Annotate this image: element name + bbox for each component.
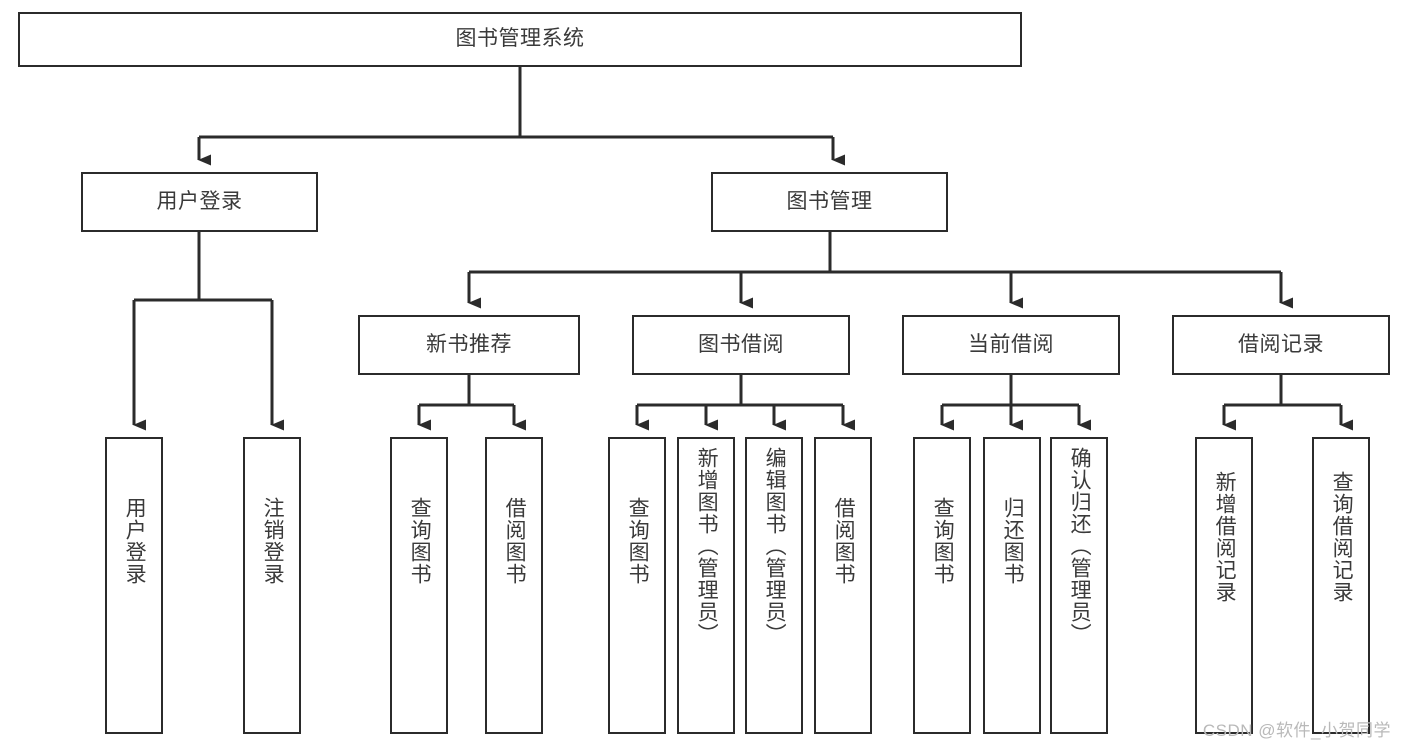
leaf-return-books[interactable]: 归还图书 bbox=[983, 437, 1041, 734]
node-label: 新增借阅记录 bbox=[1213, 471, 1237, 603]
node-label: 借阅记录 bbox=[1238, 332, 1324, 356]
node-root-book-management-system[interactable]: 图书管理系统 bbox=[18, 12, 1022, 67]
leaf-add-borrow-record[interactable]: 新增借阅记录 bbox=[1195, 437, 1253, 734]
node-label: 编辑图书（管理员） bbox=[763, 447, 787, 645]
leaf-edit-book-admin[interactable]: 编辑图书（管理员） bbox=[745, 437, 803, 734]
leaf-query-books-current[interactable]: 查询图书 bbox=[913, 437, 971, 734]
leaf-add-book-admin[interactable]: 新增图书（管理员） bbox=[677, 437, 735, 734]
node-book-management[interactable]: 图书管理 bbox=[711, 172, 948, 232]
node-label: 图书管理 bbox=[786, 189, 873, 213]
node-label: 查询图书 bbox=[931, 497, 955, 585]
node-label: 注销登录 bbox=[261, 497, 285, 585]
csdn-watermark: CSDN @软件_小贺同学 bbox=[1202, 721, 1391, 740]
leaf-query-books-borrowing[interactable]: 查询图书 bbox=[608, 437, 666, 734]
node-label: 归还图书 bbox=[1001, 497, 1025, 585]
node-borrow-records[interactable]: 借阅记录 bbox=[1172, 315, 1390, 375]
leaf-confirm-return-admin[interactable]: 确认归还（管理员） bbox=[1050, 437, 1108, 734]
leaf-borrow-books-borrowing[interactable]: 借阅图书 bbox=[814, 437, 872, 734]
leaf-borrow-books-recommendation[interactable]: 借阅图书 bbox=[485, 437, 543, 734]
node-book-borrowing[interactable]: 图书借阅 bbox=[632, 315, 850, 375]
node-user-login[interactable]: 用户登录 bbox=[81, 172, 318, 232]
node-label: 用户登录 bbox=[123, 497, 147, 585]
leaf-logout[interactable]: 注销登录 bbox=[243, 437, 301, 734]
node-label: 查询借阅记录 bbox=[1330, 471, 1354, 603]
node-label: 图书借阅 bbox=[698, 332, 784, 356]
node-label: 查询图书 bbox=[408, 497, 432, 585]
node-label: 新增图书（管理员） bbox=[695, 447, 719, 645]
leaf-user-login[interactable]: 用户登录 bbox=[105, 437, 163, 734]
leaf-query-books-recommendation[interactable]: 查询图书 bbox=[390, 437, 448, 734]
node-current-borrowing[interactable]: 当前借阅 bbox=[902, 315, 1120, 375]
node-label: 借阅图书 bbox=[503, 497, 527, 585]
node-label: 当前借阅 bbox=[968, 332, 1054, 356]
node-label: 确认归还（管理员） bbox=[1068, 447, 1092, 645]
node-label: 查询图书 bbox=[626, 497, 650, 585]
node-label: 新书推荐 bbox=[426, 332, 512, 356]
node-new-book-recommendation[interactable]: 新书推荐 bbox=[358, 315, 580, 375]
node-label: 借阅图书 bbox=[832, 497, 856, 585]
node-label: 用户登录 bbox=[156, 189, 243, 213]
leaf-query-borrow-record[interactable]: 查询借阅记录 bbox=[1312, 437, 1370, 734]
node-label: 图书管理系统 bbox=[455, 27, 585, 51]
